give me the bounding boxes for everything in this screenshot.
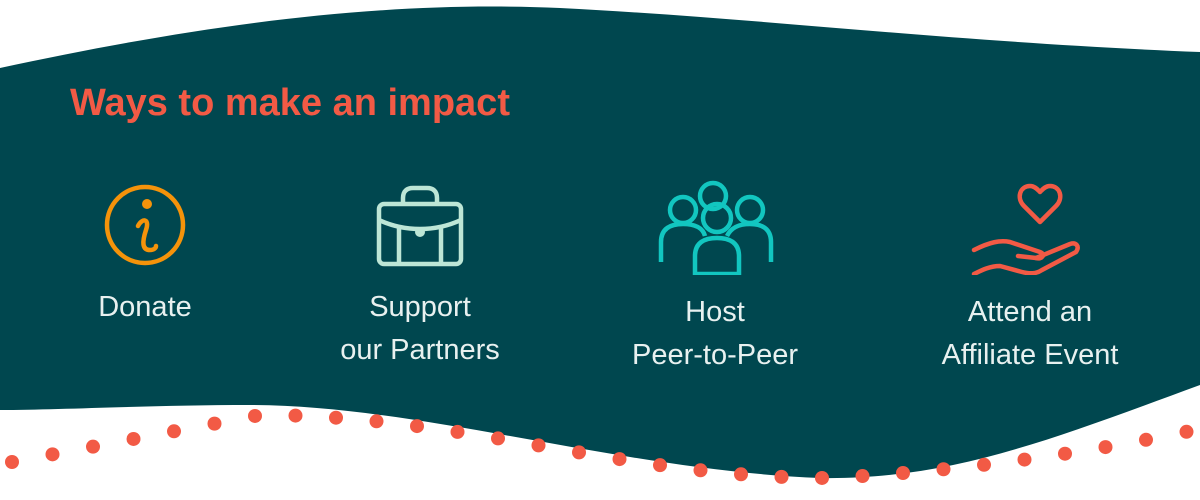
decorative-dot xyxy=(653,458,667,473)
donate-option[interactable]: Donate xyxy=(15,180,275,329)
decorative-dot xyxy=(491,431,505,446)
decorative-dot xyxy=(288,408,303,423)
group-icon xyxy=(658,180,774,275)
decorative-dot xyxy=(45,447,60,462)
donate-label: Donate xyxy=(98,291,192,323)
decorative-dot xyxy=(531,438,546,453)
decorative-dot xyxy=(1098,440,1113,455)
decorative-dot xyxy=(774,469,789,484)
decorative-dot xyxy=(1058,446,1072,461)
decorative-dot xyxy=(207,416,222,431)
heart-in-hand-icon xyxy=(971,183,1080,275)
decorative-dot xyxy=(450,424,465,439)
decorative-dot xyxy=(5,455,19,469)
briefcase-icon xyxy=(376,185,464,267)
decorative-dot xyxy=(1017,452,1032,467)
decorative-dot xyxy=(693,463,708,478)
decorative-dot xyxy=(815,470,829,485)
info-icon xyxy=(104,184,186,266)
decorative-dot xyxy=(1179,424,1194,439)
decorative-dot xyxy=(86,439,100,454)
decorative-dot xyxy=(896,466,910,481)
decorative-dot xyxy=(248,408,262,423)
decorative-dot xyxy=(126,431,141,446)
decorative-dot xyxy=(936,462,951,477)
decorative-dot xyxy=(612,452,627,467)
decorative-dot xyxy=(167,424,181,439)
decorative-dot xyxy=(734,467,748,482)
decorative-dot xyxy=(1139,432,1153,447)
decorative-dot xyxy=(855,469,870,484)
decorative-dots xyxy=(5,408,1194,485)
decorative-dot xyxy=(369,414,384,429)
decorative-dot xyxy=(329,410,343,425)
decorative-dot xyxy=(977,457,991,472)
decorative-dot xyxy=(572,445,586,460)
decorative-dot xyxy=(410,419,424,434)
page-title: Ways to make an impact xyxy=(70,82,510,124)
